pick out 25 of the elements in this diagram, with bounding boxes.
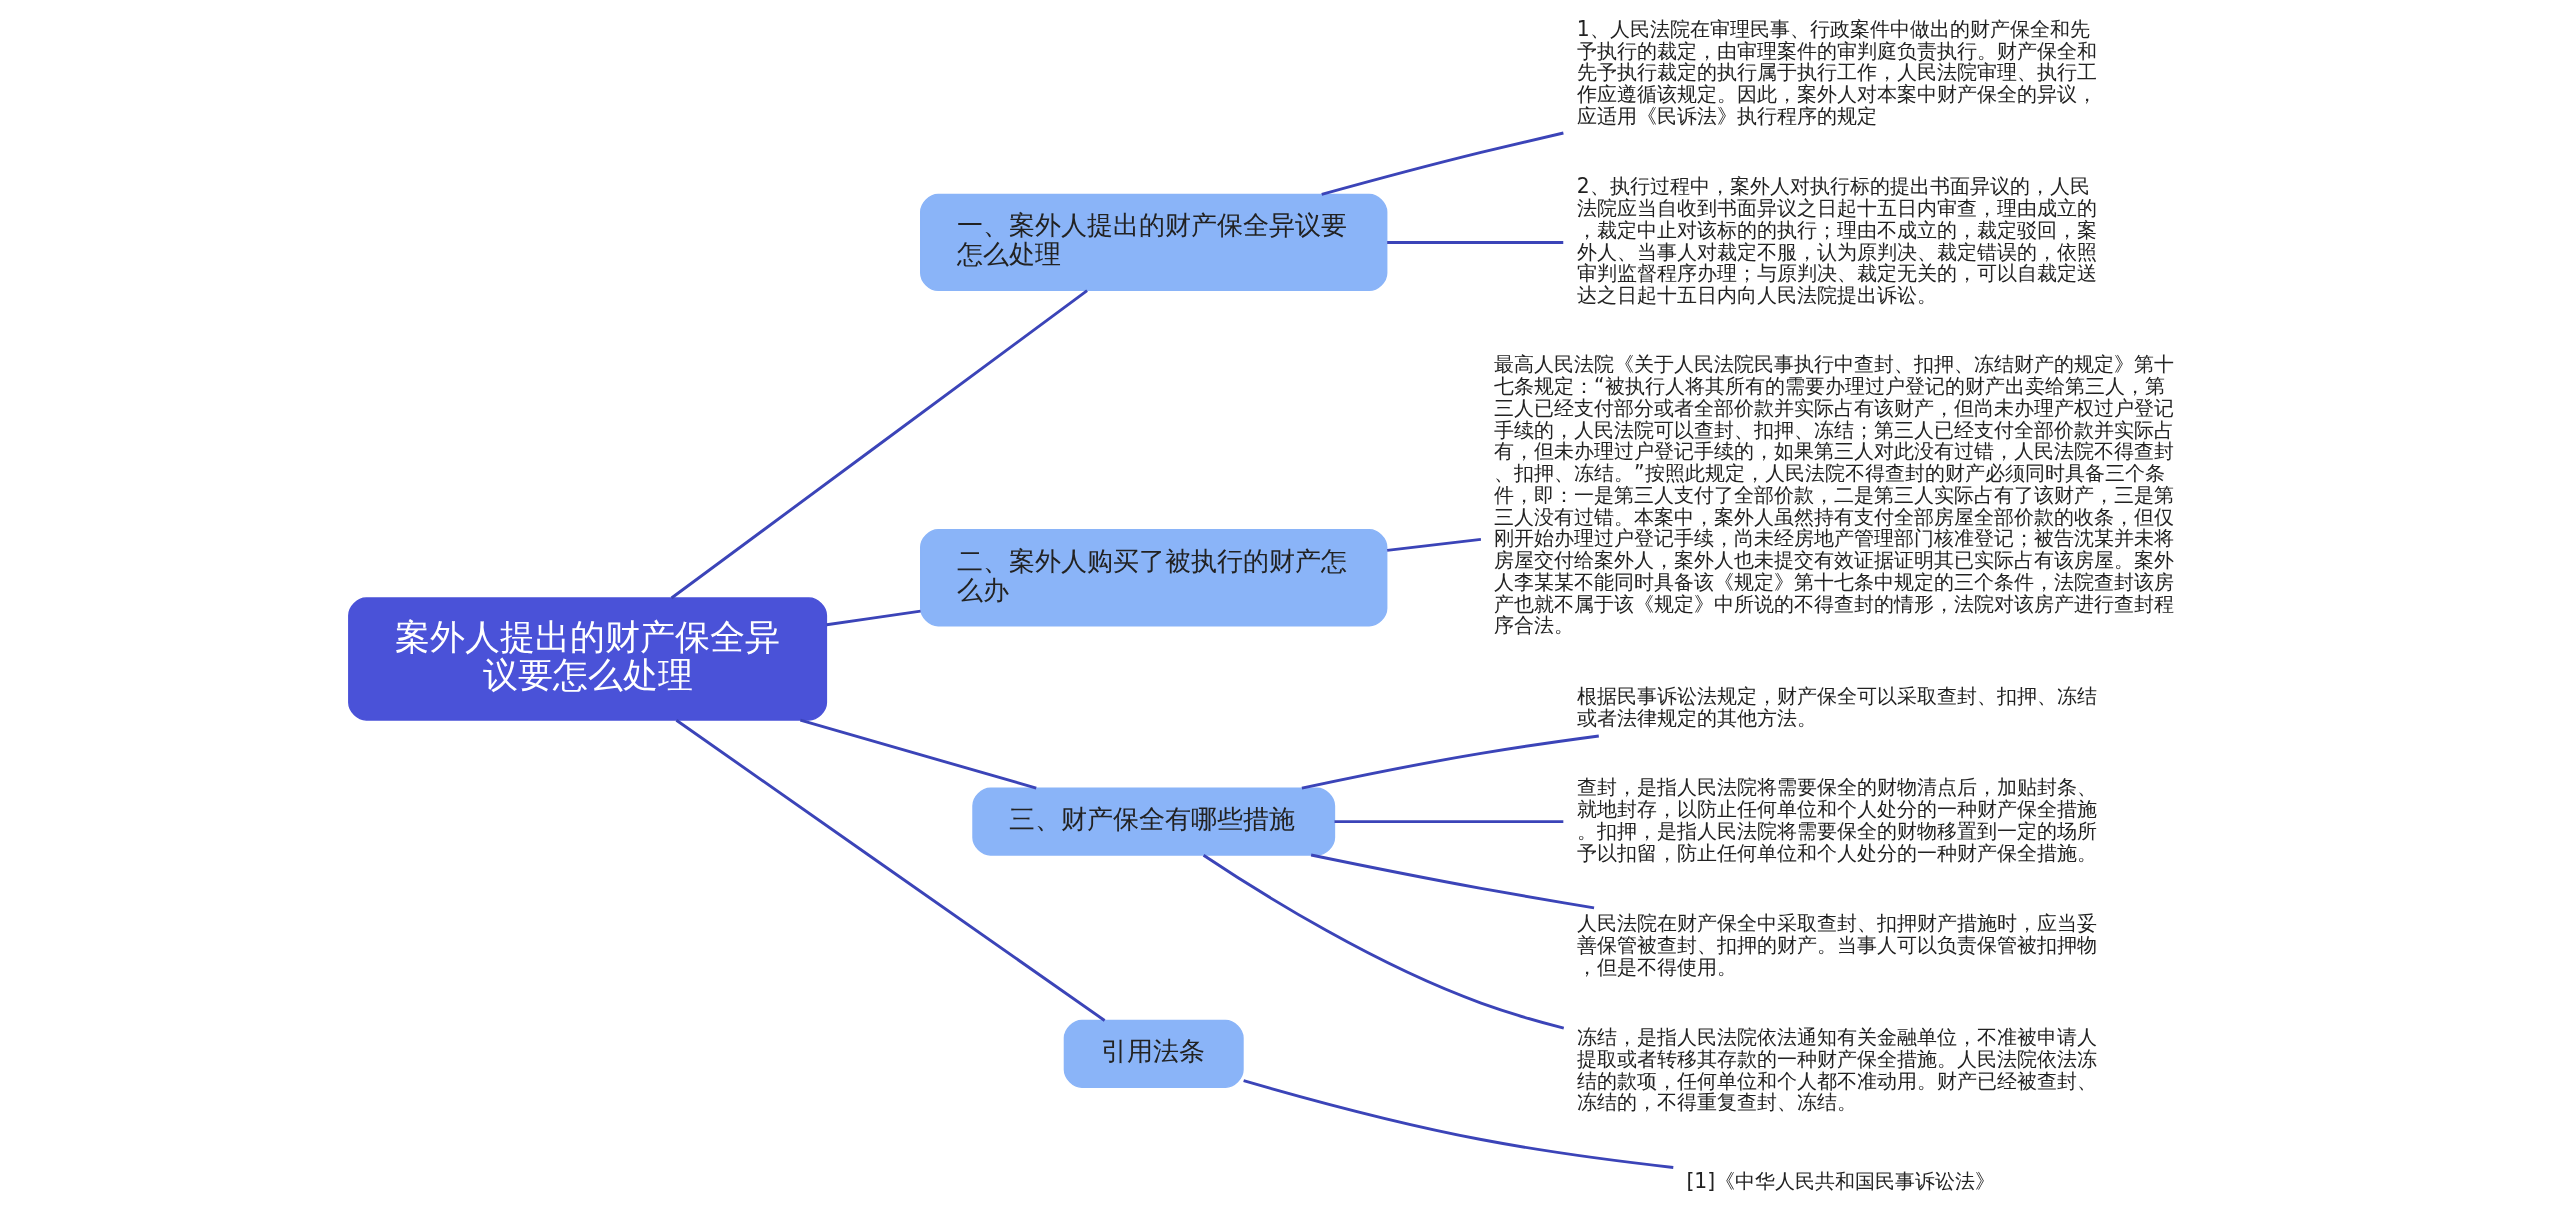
connector <box>1334 820 1564 824</box>
node-text: 人民法院在财产保全中采取查封、扣押财产措施时，应当妥善保管被查封、扣押的财产。当事人可以负责保管被扣押物，但是不得使用。 <box>1576 911 2097 979</box>
connector <box>1387 241 1564 244</box>
node-text: [1]《中华人民共和国民事诉讼法》 <box>1686 1169 1996 1194</box>
connector <box>1301 734 1599 790</box>
connector <box>1387 537 1482 552</box>
node-box: 一、案外人提出的财产保全异议要怎么处理 <box>920 193 1388 292</box>
connector <box>1321 131 1564 196</box>
node-box: 案外人提出的财产保全异议要怎么处理 <box>348 597 828 721</box>
connector <box>826 609 921 627</box>
node-text: 查封，是指人民法院将需要保全的财物清点后，加贴封条、就地封存，以防止任何单位和个人处分的一种财产保全措施。扣押，是指人民法院将需要保全的财物移置到一定的场所予以扣留，防止任何单位和个人处分的一种财产保全措施。 <box>1576 775 2097 865</box>
node-text: 最高人民法院《关于人民法院民事执行中查封、扣押、冻结财产的规定》第十七条规定：“被执行人将其所有的需要办理过户登记的财产出卖给第三人，第三人已经支付部分或者全部价款并实际占有该财产，但尚未办理产权过户登记手续的，人民法院可以查封、扣押、冻结；第三人已经支付全部价款并实际占有，但未办理过户登记手续的，如果第三人对此没有过错，人民法院不得查封、扣押、冻结。”按照此规定，人民法院不得查封的财产必须同时具备三个条件，即：一是第三人支付了全部价款，二是第三人实际占有了该财产，三是第三人没有过错。本案中，案外人虽然持有支付全部房屋全部价款的收条，但仅刚开始办理过户登记手续，尚未经房地产管理部门核准登记；被告沈某并未将房屋交付给案外人，案外人也未提交有效证据证明其已实际占有该房屋。案外人李某某不能同时具备该《规定》第十七条中规定的三个条件，法院查封该房产也就不属于该《规定》中所说的不得查封的情形，法院对该房产进行查封程序合法。 <box>1494 352 2175 638</box>
connector <box>1243 1079 1674 1169</box>
connector <box>675 719 1106 1022</box>
connector <box>1310 853 1595 910</box>
connector <box>1202 853 1565 1030</box>
node-text: 1、人民法院在审理民事、行政案件中做出的财产保全和先予执行的裁定，由审理案件的审判庭负责执行。财产保全和先予执行裁定的执行属于执行工作，人民法院审理、执行工作应遵循该规定。因此，案外人对本案中财产保全的异议，应适用《民诉法》执行程序的规定 <box>1576 16 2097 128</box>
node-box: 引用法条 <box>1063 1019 1244 1088</box>
node-box: 二、案外人购买了被执行的财产怎么办 <box>920 529 1388 627</box>
node-box: 三、财产保全有哪些措施 <box>972 787 1336 856</box>
connector <box>799 718 1037 790</box>
connector <box>670 289 1088 600</box>
node-text: 根据民事诉讼法规定，财产保全可以采取查封、扣押、冻结或者法律规定的其他方法。 <box>1576 683 2097 730</box>
node-text: 冻结，是指人民法院依法通知有关金融单位，不准被申请人提取或者转移其存款的一种财产保全措施。人民法院依法冻结的款项，任何单位和个人都不准动用。财产已经被查封、冻结的，不得重复查封、冻结。 <box>1576 1025 2097 1115</box>
node-text: 2、执行过程中，案外人对执行标的提出书面异议的，人民法院应当自收到书面异议之日起十五日内审查，理由成立的，裁定中止对该标的的执行；理由不成立的，裁定驳回，案外人、当事人对裁定不服，认为原判决、裁定错误的，依照审判监督程序办理；与原判决、裁定无关的，可以自裁定送达之日起十五日内向人民法院提出诉讼。 <box>1576 174 2097 308</box>
